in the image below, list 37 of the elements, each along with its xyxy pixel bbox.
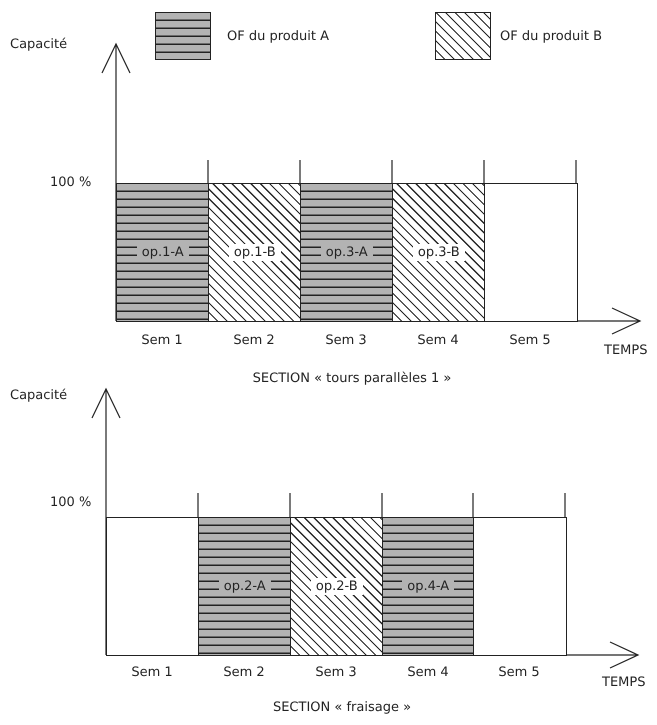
week-label: Sem 1 — [131, 665, 173, 680]
workload-block — [300, 183, 394, 322]
week-label: Sem 1 — [141, 333, 183, 348]
axis-tick-label: 100 % — [50, 175, 92, 190]
week-label: Sem 3 — [325, 333, 367, 348]
empty-capacity-box — [106, 517, 200, 656]
chart-caption: SECTION « tours parallèles 1 » — [252, 371, 452, 386]
axis-title: TEMPS — [602, 675, 646, 690]
operation-label: op.3-B — [412, 244, 465, 261]
workload-block — [290, 517, 384, 656]
axis-title: TEMPS — [604, 343, 648, 358]
workload-block — [382, 517, 474, 656]
workload-block — [208, 183, 302, 322]
week-label: Sem 2 — [223, 665, 265, 680]
empty-capacity-box — [473, 517, 566, 656]
week-label: Sem 3 — [315, 665, 357, 680]
workload-block — [198, 517, 292, 656]
operation-label: op.3-A — [320, 244, 373, 261]
week-label: Sem 2 — [233, 333, 275, 348]
week-label: Sem 5 — [509, 333, 551, 348]
week-label: Sem 4 — [417, 333, 459, 348]
workload-block — [392, 183, 486, 322]
axis-title: Capacité — [10, 37, 68, 52]
operation-label: op.1-A — [136, 244, 189, 261]
operation-label: op.2-B — [310, 578, 363, 595]
chart-caption: SECTION « fraisage » — [272, 700, 412, 715]
workload-block — [116, 183, 210, 322]
operation-label: op.2-A — [218, 578, 271, 595]
operation-label: op.1-B — [228, 244, 281, 261]
legend-label: OF du produit A — [227, 29, 329, 44]
axis-tick-label: 100 % — [50, 495, 92, 510]
week-label: Sem 5 — [498, 665, 540, 680]
legend-label: OF du produit B — [500, 29, 602, 44]
week-label: Sem 4 — [407, 665, 449, 680]
empty-capacity-box — [484, 183, 578, 322]
axis-title: Capacité — [10, 388, 68, 403]
operation-label: op.4-A — [402, 578, 454, 595]
